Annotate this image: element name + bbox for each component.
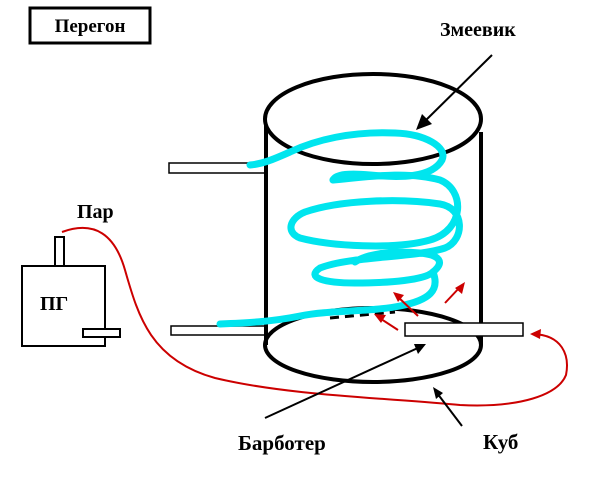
cylinder-top (263, 72, 483, 166)
lower-coil-pipe (170, 325, 267, 336)
bubble-arrow-1 (393, 292, 419, 317)
side-port-pipe (82, 328, 121, 338)
bubble-arrow-3 (374, 314, 399, 331)
bubbler-hidden-edge (329, 310, 396, 320)
coil-label: Змеевик (440, 19, 516, 41)
steam-generator-label: ПГ (40, 293, 68, 315)
bubbler-pointer-arrow (264, 344, 426, 419)
steam-line (61, 226, 568, 407)
coil-bottom-outlet (216, 268, 439, 328)
steam-outlet-pipe (54, 236, 65, 267)
steam-generator: ПГ (21, 236, 121, 347)
steam-label: Пар (77, 201, 114, 223)
bubble-arrow-2 (444, 282, 465, 304)
coil-middle-turns (287, 171, 463, 287)
bubbler-pipe (404, 322, 524, 337)
cube-pointer-arrow (433, 387, 463, 427)
bubbler-label: Барботер (238, 431, 326, 455)
title-box: Перегон (28, 6, 152, 45)
title-label: Перегон (55, 16, 126, 37)
steam-line-arrowhead (530, 329, 541, 339)
title-frame (28, 6, 152, 45)
cube-label: Куб (483, 430, 518, 454)
